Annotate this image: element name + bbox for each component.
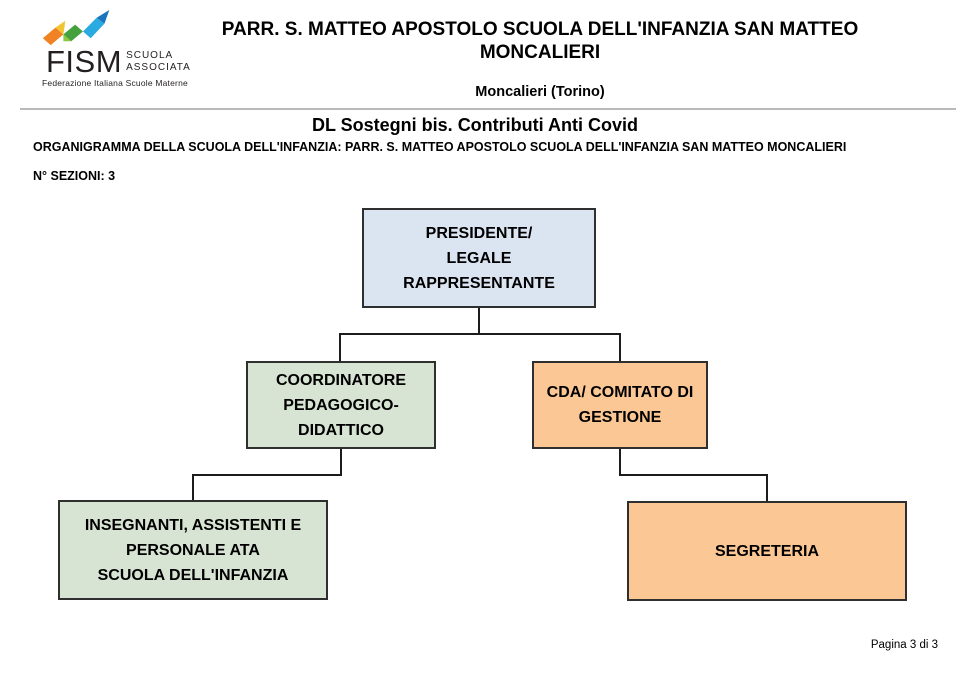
header: PARR. S. MATTEO APOSTOLO SCUOLA DELL'INF… [170, 18, 910, 100]
fism-subtitle: Federazione Italiana Scuole Materne [42, 78, 188, 88]
connector-cda-down [619, 449, 621, 476]
fism-badge: SCUOLA ASSOCIATA [126, 50, 191, 74]
school-title: PARR. S. MATTEO APOSTOLO SCUOLA DELL'INF… [221, 19, 859, 63]
org-node-presidente: PRESIDENTE/ LEGALE RAPPRESENTANTE [362, 208, 596, 308]
connector-level1-horizontal [339, 333, 621, 335]
fism-ribbon-icon [42, 9, 110, 46]
org-node-insegnanti: INSEGNANTI, ASSISTENTI E PERSONALE ATA S… [58, 500, 328, 600]
document-section-title: DL Sostegni bis. Contributi Anti Covid [312, 115, 638, 135]
page-indicator: Pagina 3 di 3 [870, 639, 938, 651]
school-location: Moncalieri (Torino) [475, 84, 605, 100]
org-node-coordinatore: COORDINATORE PEDAGOGICO- DIDATTICO [246, 361, 436, 449]
connector-to-cda [619, 333, 621, 361]
org-node-cda: CDA/ COMITATO DI GESTIONE [532, 361, 708, 449]
connector-to-insegnanti [192, 474, 194, 500]
connector-coordinatore-down [340, 449, 342, 476]
connector-right-horizontal [619, 474, 768, 476]
header-divider [20, 108, 956, 110]
sections-count-label: N° SEZIONI: 3 [33, 169, 116, 183]
fism-logo-text: FISM SCUOLA ASSOCIATA [46, 44, 190, 79]
org-node-segreteria: SEGRETERIA [627, 501, 907, 601]
fism-logo: FISM SCUOLA ASSOCIATA Federazione Italia… [36, 8, 190, 88]
fism-acronym: FISM [46, 44, 123, 79]
connector-to-coordinatore [339, 333, 341, 361]
fism-badge-line2: ASSOCIATA [126, 62, 191, 73]
fism-badge-line1: SCUOLA [126, 50, 174, 61]
connector-left-horizontal [192, 474, 342, 476]
connector-presidente-down [478, 308, 480, 335]
connector-to-segreteria [766, 474, 768, 501]
organigramma-heading: ORGANIGRAMMA DELLA SCUOLA DELL'INFANZIA:… [33, 140, 847, 154]
